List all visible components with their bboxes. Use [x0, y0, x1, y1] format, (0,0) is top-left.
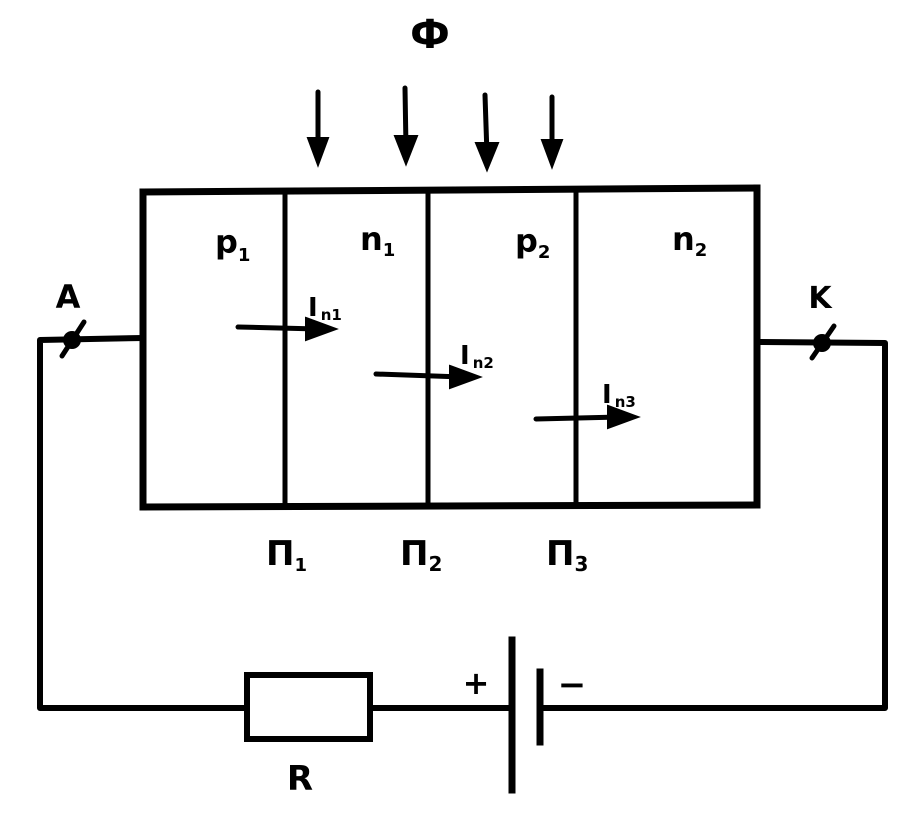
- flux-label: Ф: [410, 12, 450, 58]
- junction-label-p3: П3: [546, 534, 588, 576]
- wire-right: [537, 339, 888, 711]
- structure-top-edge: [139, 184, 761, 196]
- battery-plus-label: +: [463, 664, 490, 702]
- anode-label: A: [56, 278, 81, 316]
- current-arrow-3: [533, 404, 641, 430]
- thyristor-structure: [139, 184, 761, 511]
- anode-terminal: [59, 319, 87, 359]
- current-arrow-2: [373, 364, 483, 390]
- cathode-terminal: [809, 323, 837, 361]
- resistor-label: R: [287, 759, 313, 799]
- flux-arrow-1: [306, 89, 330, 168]
- current-arrow-1: [235, 316, 339, 342]
- junction-label-p2: П2: [400, 534, 442, 576]
- junction-label-p1: П1: [266, 534, 307, 576]
- resistor-body: [244, 672, 373, 742]
- flux-arrow-3: [474, 92, 500, 173]
- region-label-n1: n1: [360, 220, 395, 261]
- region-label-p2: p2: [515, 222, 550, 263]
- battery-symbol: [508, 636, 544, 794]
- region-label-p1: p1: [215, 223, 250, 266]
- structure-bottom-edge: [139, 501, 761, 511]
- region-label-n2: n2: [672, 220, 707, 261]
- battery-minus-label: −: [558, 665, 587, 705]
- wire-left: [37, 335, 250, 711]
- flux-arrow-2: [393, 85, 419, 167]
- cathode-label: K: [808, 281, 833, 316]
- light-flux-arrows: [306, 85, 564, 173]
- flux-arrow-4: [540, 94, 564, 170]
